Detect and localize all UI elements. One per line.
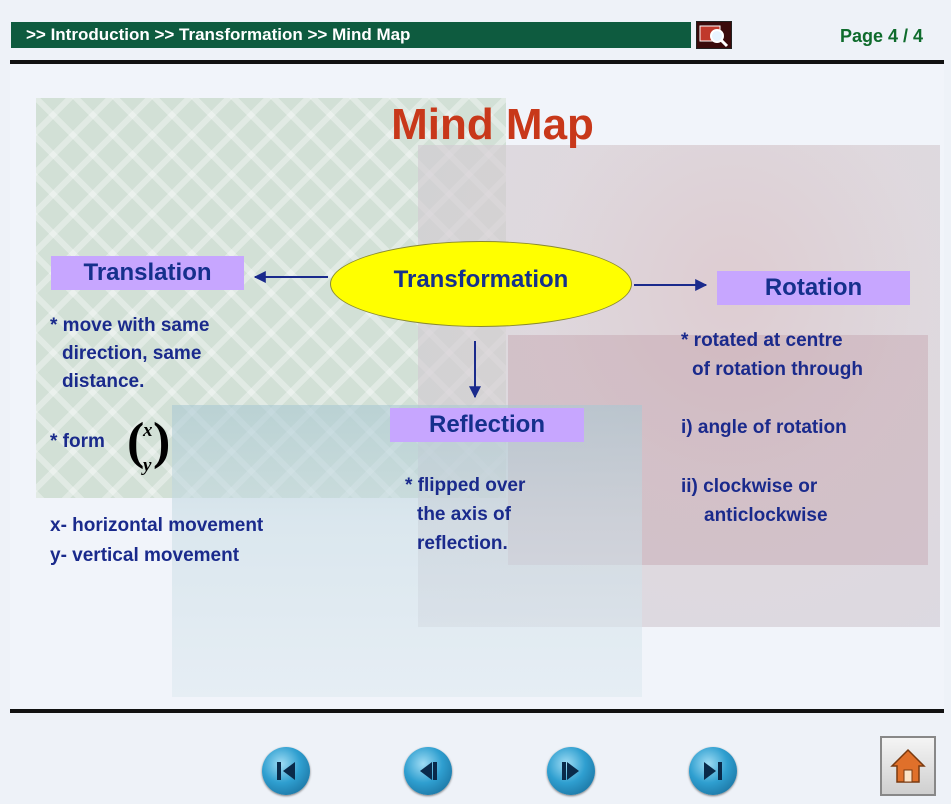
background-water-image — [172, 405, 642, 697]
rotation-item2-line1: ii) clockwise or — [681, 476, 818, 497]
vector-x: x — [143, 420, 153, 441]
rotation-node: Rotation — [717, 271, 910, 305]
reflection-node: Reflection — [390, 408, 584, 442]
bottom-divider — [10, 709, 944, 713]
vector-right-bracket: ) — [153, 413, 171, 470]
vector-y: y — [143, 455, 152, 476]
reflection-desc-line3: reflection. — [417, 533, 508, 554]
center-node-label: Transformation — [393, 266, 569, 293]
translation-form-label: * form — [50, 431, 105, 452]
translation-x-note: x- horizontal movement — [50, 515, 264, 536]
vector-left-bracket: ( — [127, 413, 145, 470]
rotation-desc-line2: of rotation through — [692, 359, 863, 380]
home-icon — [890, 748, 926, 783]
rotation-item2-line2: anticlockwise — [704, 505, 828, 526]
reflection-desc-line1: * flipped over — [405, 475, 526, 496]
translation-y-note: y- vertical movement — [50, 545, 240, 566]
next-page-button[interactable] — [547, 747, 595, 795]
previous-icon — [420, 762, 437, 780]
home-button[interactable] — [880, 736, 936, 796]
reflection-desc-line2: the axis of — [417, 504, 511, 525]
last-icon — [704, 762, 722, 780]
breadcrumb[interactable]: >> Introduction >> Transformation >> Min… — [26, 25, 411, 44]
top-divider — [10, 60, 944, 64]
last-page-button[interactable] — [689, 747, 737, 795]
previous-page-button[interactable] — [404, 747, 452, 795]
translation-node: Translation — [51, 256, 244, 290]
search-button[interactable] — [696, 21, 732, 49]
center-node-ellipse — [330, 241, 632, 327]
page-title: Mind Map — [391, 100, 594, 149]
first-page-button[interactable] — [262, 747, 310, 795]
translation-desc-line1: * move with same — [50, 315, 210, 336]
next-icon — [562, 762, 579, 780]
first-icon — [277, 762, 295, 780]
search-icon — [699, 25, 729, 48]
rotation-item1: i) angle of rotation — [681, 417, 847, 438]
header-bar — [11, 22, 691, 48]
translation-desc-line3: distance. — [62, 371, 145, 392]
rotation-desc-line1: * rotated at centre — [681, 330, 843, 351]
page-indicator: Page 4 / 4 — [840, 26, 924, 46]
translation-desc-line2: direction, same — [62, 343, 202, 364]
